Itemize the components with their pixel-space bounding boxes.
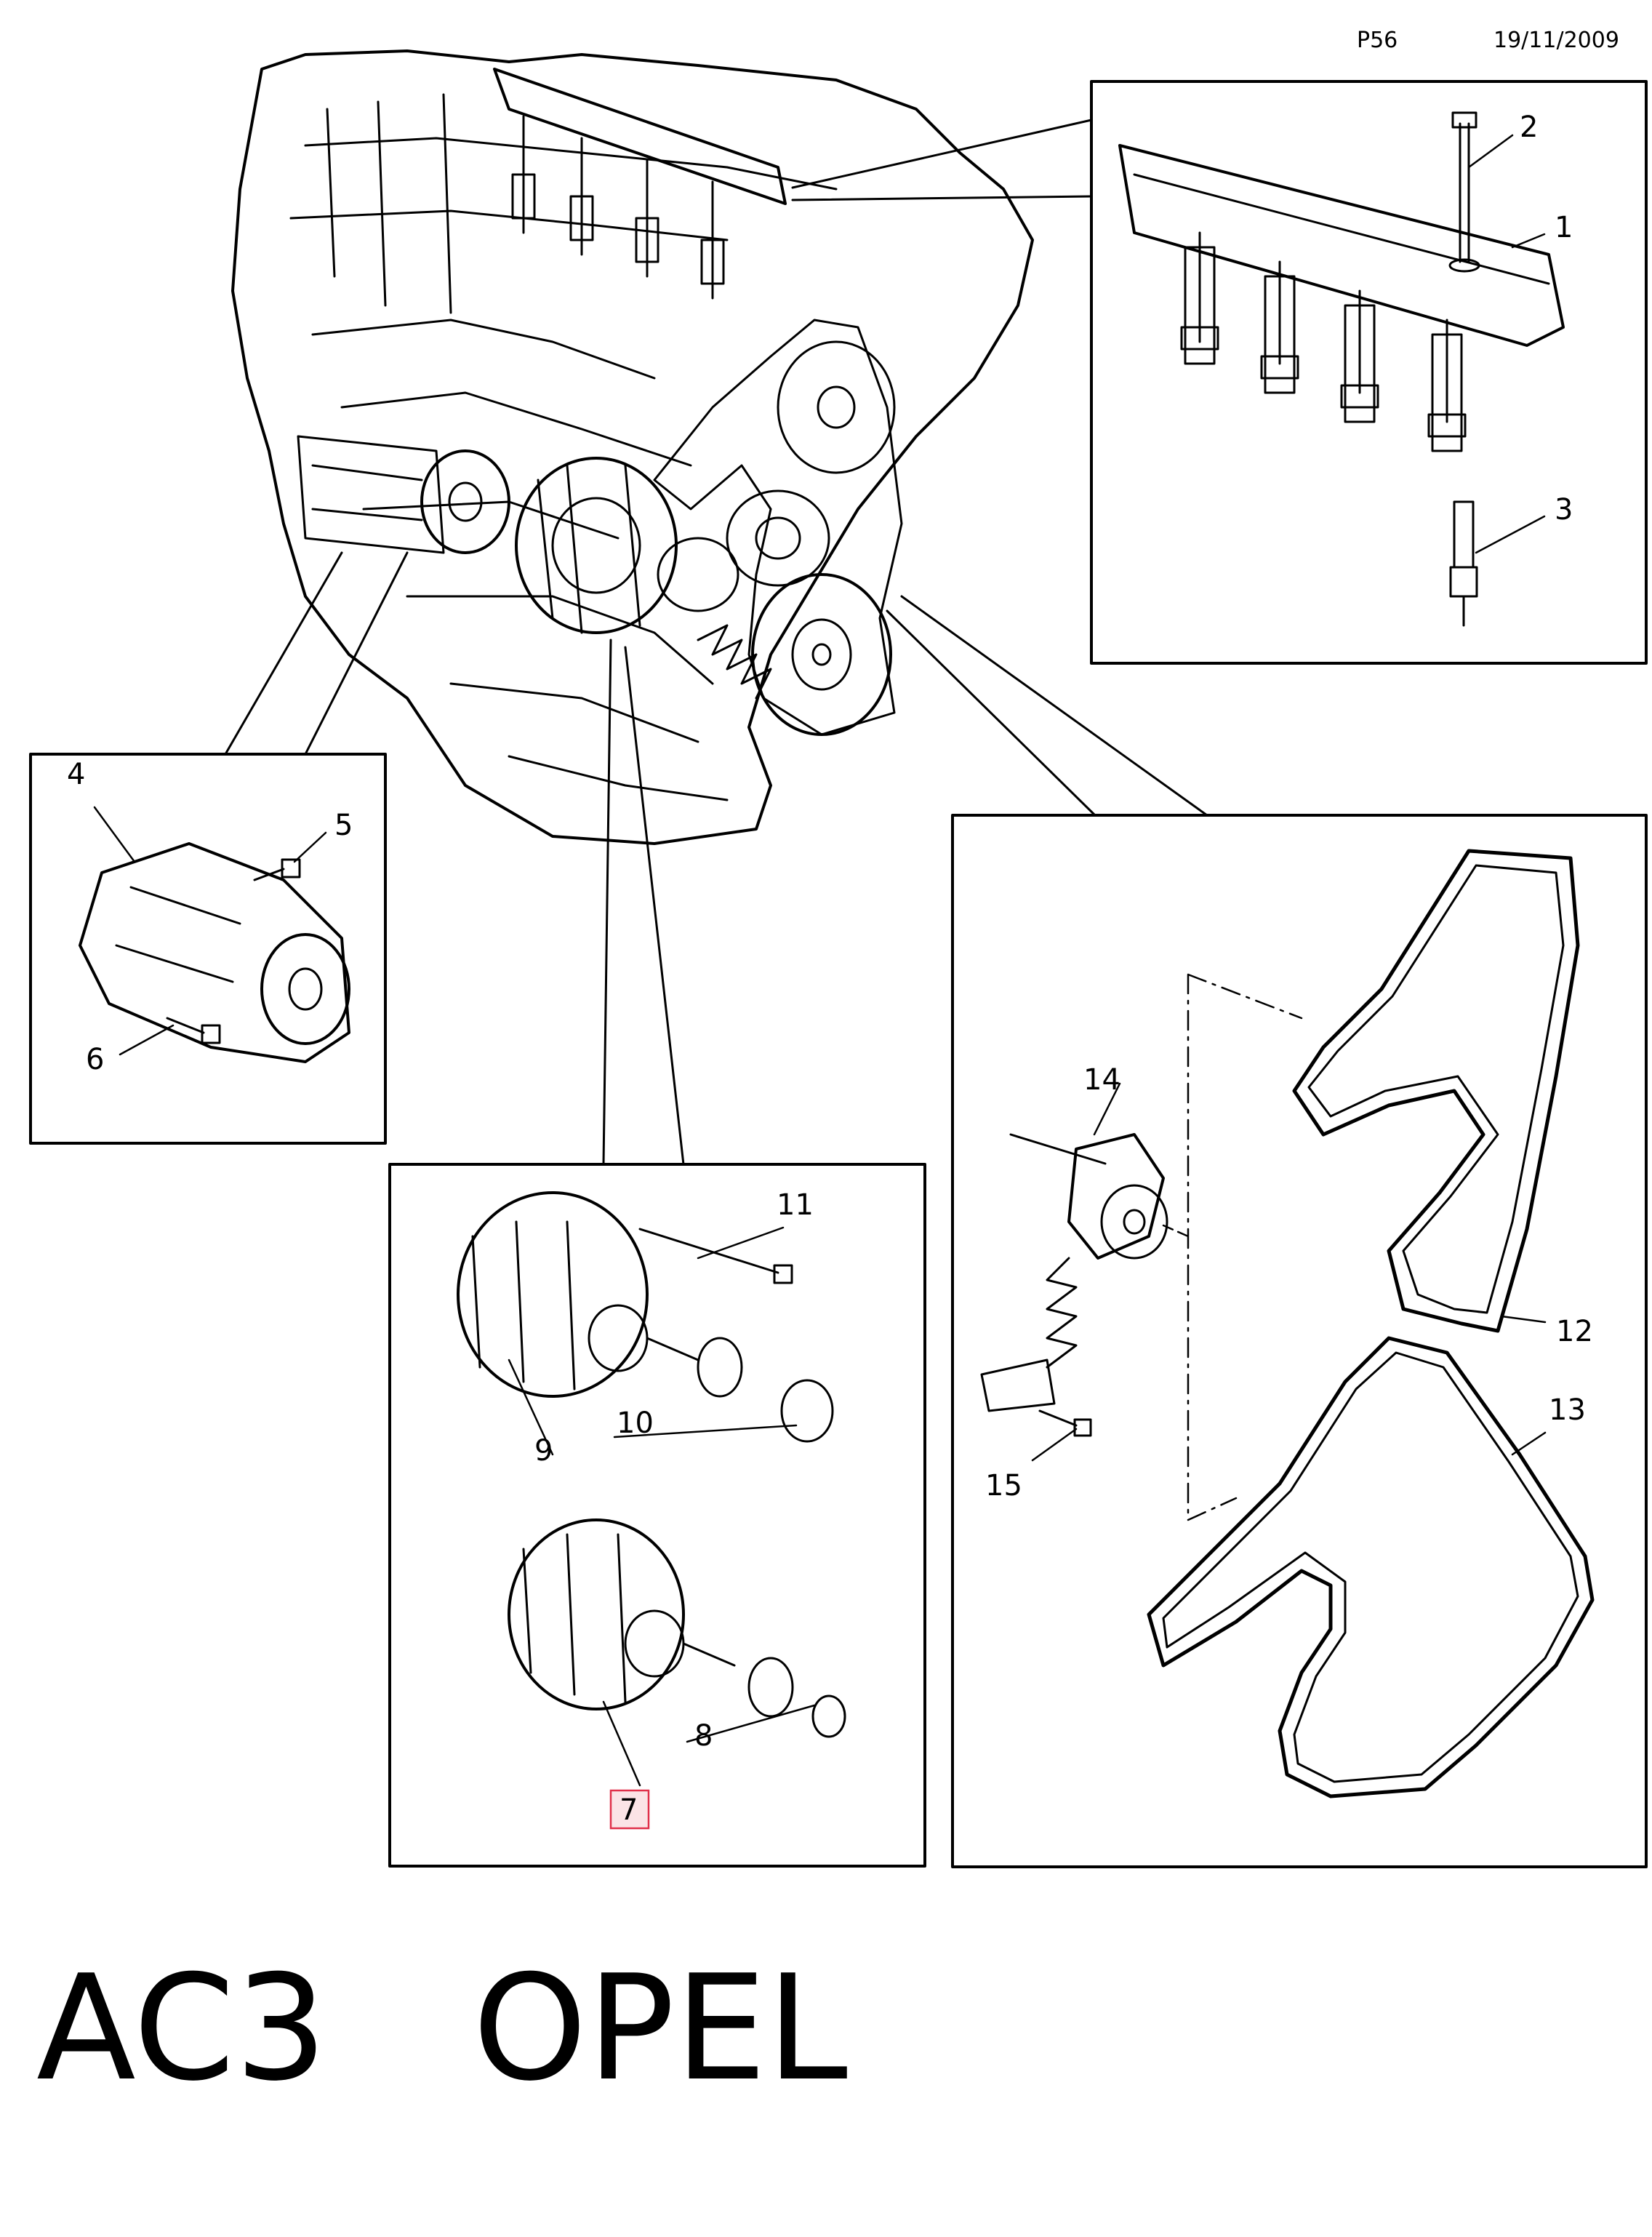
callout-15: 15 bbox=[985, 1469, 1022, 1502]
box-belt-tensioner bbox=[951, 814, 1648, 1868]
box-ignition-coil bbox=[1090, 80, 1648, 665]
page-date: 19/11/2009 bbox=[1493, 28, 1619, 53]
alternator-upper-illustration bbox=[457, 1191, 834, 1443]
callout-labels: 2 1 3 4 5 6 11 10 9 8 14 15 12 13 7 bbox=[67, 111, 1593, 1830]
callout-3: 3 bbox=[1555, 493, 1573, 527]
belt-upper-illustration bbox=[1292, 849, 1580, 1333]
ignition-coil-illustration bbox=[1118, 111, 1565, 627]
callout-10: 10 bbox=[617, 1406, 654, 1440]
tensioner-illustration bbox=[980, 1133, 1168, 1437]
brand-title: OPEL bbox=[473, 1944, 848, 2113]
callout-6: 6 bbox=[86, 1043, 104, 1076]
engine-assembly-illustration bbox=[231, 49, 1034, 845]
box-starter-motor bbox=[29, 753, 387, 1145]
callout-13: 13 bbox=[1549, 1393, 1586, 1427]
belt-lower-illustration bbox=[1147, 1336, 1595, 1798]
model-code-title: AC3 bbox=[36, 1944, 328, 2113]
page-code: P56 bbox=[1357, 28, 1398, 53]
callout-leaders bbox=[93, 134, 1547, 1787]
callout-4: 4 bbox=[67, 758, 85, 791]
callout-14: 14 bbox=[1083, 1063, 1120, 1097]
callout-11: 11 bbox=[777, 1188, 814, 1222]
box-alternator bbox=[388, 1163, 926, 1868]
callout-9: 9 bbox=[534, 1434, 553, 1468]
callout-7-highlight[interactable] bbox=[609, 1789, 650, 1830]
callout-2: 2 bbox=[1520, 111, 1538, 144]
callout-5: 5 bbox=[334, 809, 353, 842]
starter-motor-illustration bbox=[79, 842, 350, 1063]
callout-1: 1 bbox=[1555, 211, 1573, 244]
callout-12: 12 bbox=[1556, 1315, 1593, 1348]
callout-7[interactable]: 7 bbox=[620, 1793, 638, 1827]
alternator-lower-illustration bbox=[508, 1518, 846, 1738]
callout-8: 8 bbox=[694, 1719, 713, 1753]
